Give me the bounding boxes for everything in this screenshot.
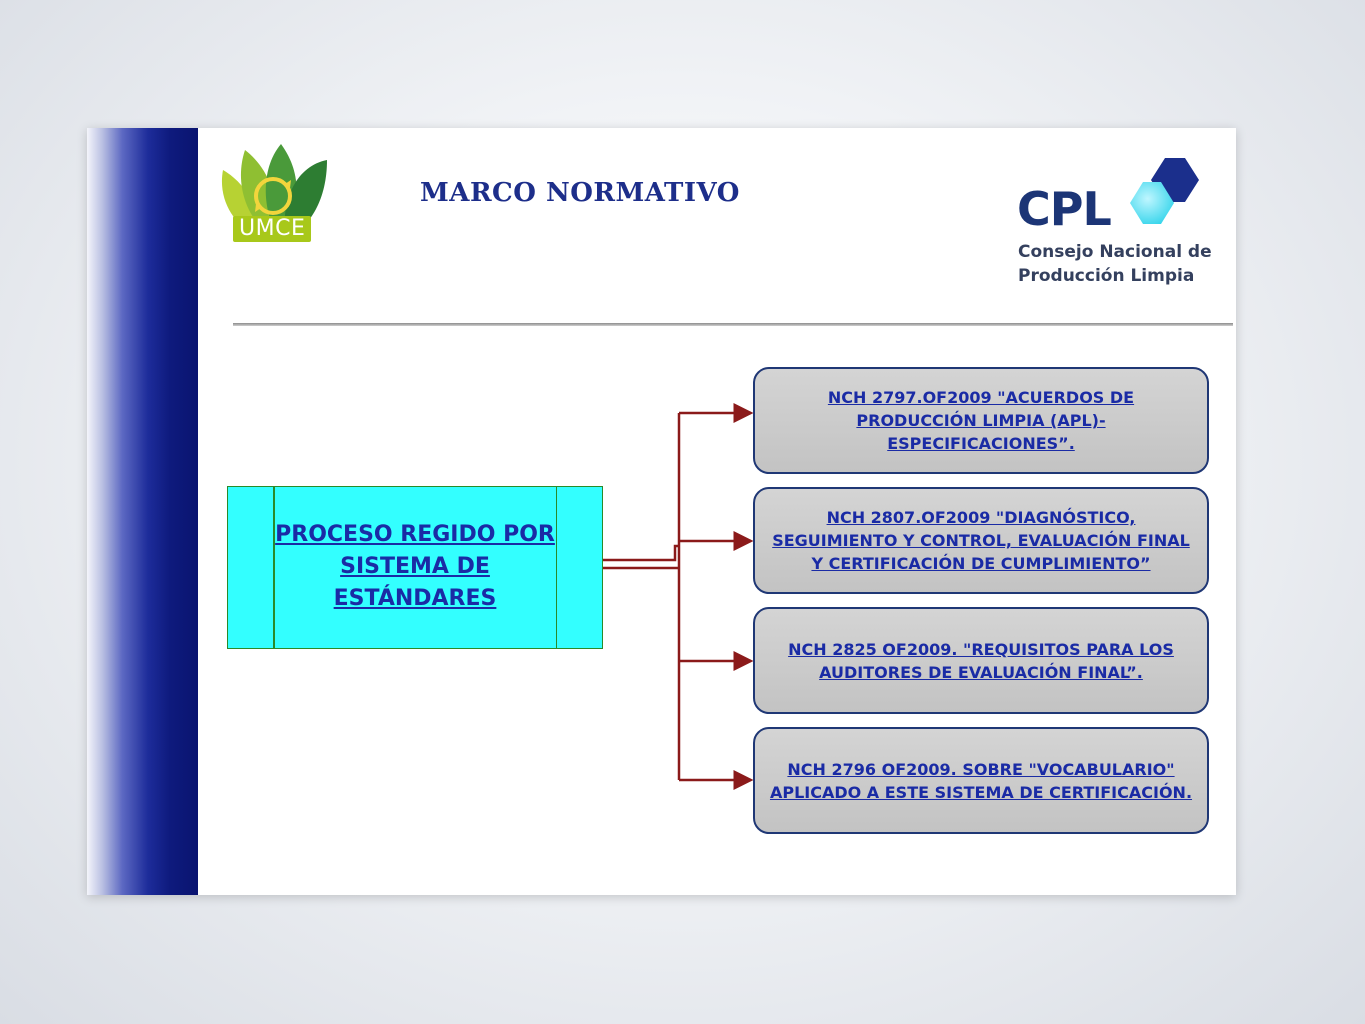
slide: UMCE MARCO NORMATIVO CPL Consejo Naciona…: [87, 128, 1236, 895]
box-separator: [555, 487, 557, 648]
norm-box-2: NCH 2807.OF2009 "DIAGNÓSTICO, SEGUIMIENT…: [753, 487, 1209, 594]
main-process-link[interactable]: PROCESO REGIDO POR SISTEMA DE ESTÁNDARES: [275, 522, 555, 611]
norm-box-1: NCH 2797.OF2009 "ACUERDOS DE PRODUCCIÓN …: [753, 367, 1209, 474]
connector-trunk: [603, 544, 679, 562]
norm-link-2[interactable]: NCH 2807.OF2009 "DIAGNÓSTICO, SEGUIMIENT…: [772, 508, 1190, 573]
norm-link-4[interactable]: NCH 2796 OF2009. SOBRE "VOCABULARIO" APL…: [769, 759, 1193, 802]
main-process-box: PROCESO REGIDO POR SISTEMA DE ESTÁNDARES: [227, 486, 603, 649]
box-separator: [273, 487, 275, 648]
cpl-logo: CPL Consejo Nacional de Producción Limpi…: [1017, 158, 1217, 293]
connector-lines: [603, 403, 754, 790]
header-divider: [233, 323, 1233, 326]
norm-link-3[interactable]: NCH 2825 OF2009. "REQUISITOS PARA LOS AU…: [788, 639, 1174, 682]
cpl-name-line1: Consejo Nacional de: [1018, 242, 1212, 262]
norm-box-4: NCH 2796 OF2009. SOBRE "VOCABULARIO" APL…: [753, 727, 1209, 834]
norm-box-3: NCH 2825 OF2009. "REQUISITOS PARA LOS AU…: [753, 607, 1209, 714]
cpl-acronym: CPL: [1017, 182, 1112, 236]
norm-link-1[interactable]: NCH 2797.OF2009 "ACUERDOS DE PRODUCCIÓN …: [827, 388, 1135, 453]
cpl-name-line2: Producción Limpia: [1018, 266, 1195, 286]
hexagon-icon: [1130, 158, 1199, 224]
slide-title: MARCO NORMATIVO: [420, 178, 740, 208]
left-accent-bar: [87, 128, 198, 895]
umce-logo-text: UMCE: [233, 216, 312, 242]
